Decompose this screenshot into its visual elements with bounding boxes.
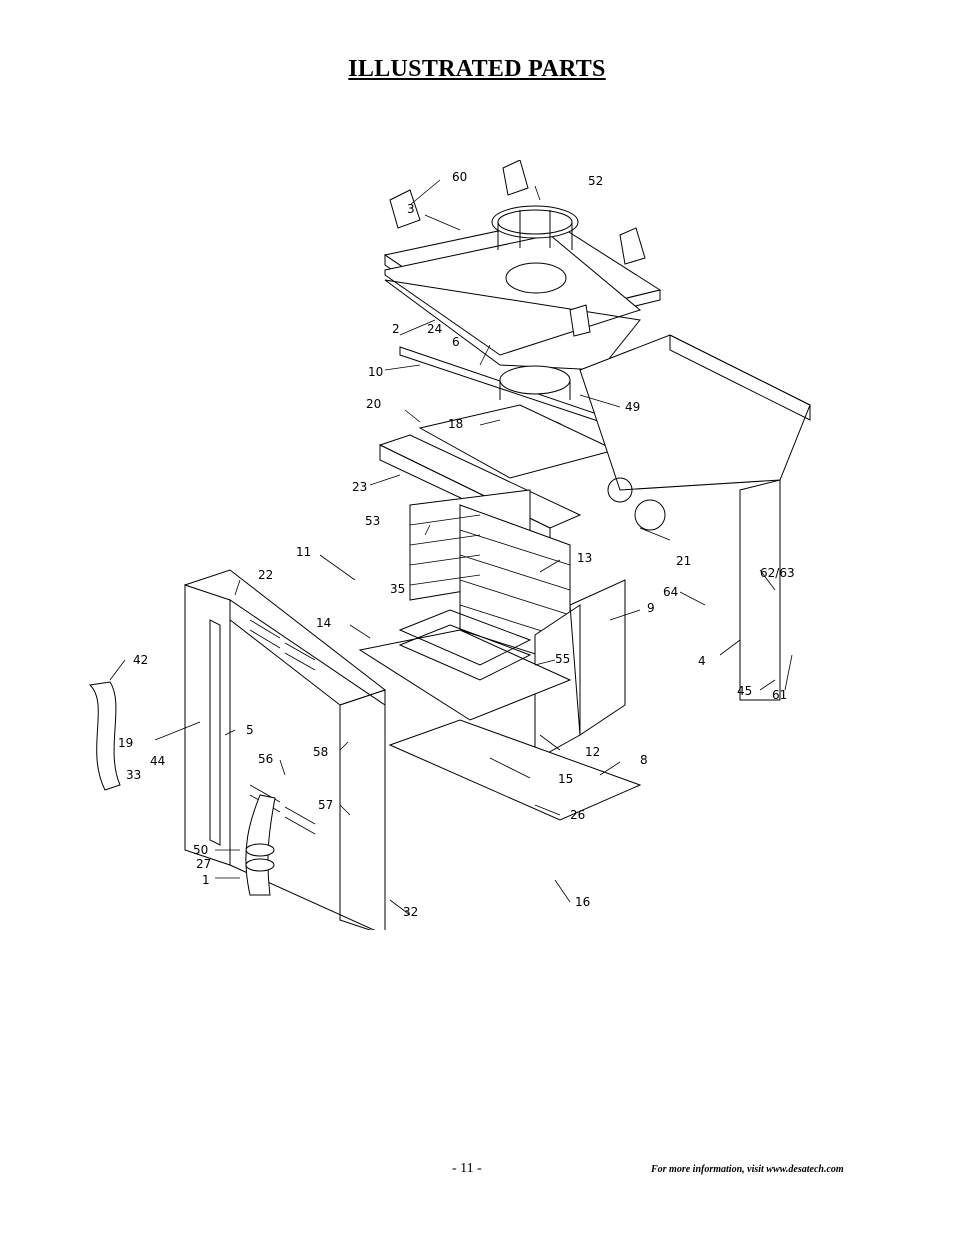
part-label: 19 <box>118 736 134 750</box>
part-label: 5 <box>246 723 254 737</box>
part-label: 16 <box>575 895 591 909</box>
part-label: 1 <box>202 873 210 887</box>
part-label: 27 <box>196 857 212 871</box>
part-label: 2 <box>392 322 400 336</box>
part-label: 15 <box>558 772 574 786</box>
part-label: 6 <box>452 335 460 349</box>
part-label: 23 <box>352 480 368 494</box>
part-label: 10 <box>368 365 384 379</box>
part-label: 12 <box>585 745 601 759</box>
part-label: 58 <box>313 745 329 759</box>
part-label: 20 <box>366 397 382 411</box>
part-label: 64 <box>663 585 679 599</box>
part-label: 26 <box>570 808 586 822</box>
part-label: 35 <box>390 582 406 596</box>
part-label: 53 <box>365 514 381 528</box>
part-label: 33 <box>126 768 142 782</box>
page-number: - 11 - <box>452 1161 482 1176</box>
part-label: 3 <box>407 202 415 216</box>
part-label: 60 <box>452 170 468 184</box>
part-label: 13 <box>577 551 593 565</box>
exploded-parts-diagram: D141 <box>80 159 888 936</box>
part-label: 21 <box>676 554 692 568</box>
part-label: 11 <box>296 545 312 559</box>
part-label: 50 <box>193 843 209 857</box>
fireplace-exploded-view: D141 <box>88 159 888 936</box>
part-label: 52 <box>588 174 604 188</box>
part-label: 55 <box>555 652 571 666</box>
part-label: 9 <box>647 601 655 615</box>
part-label: 42 <box>133 653 149 667</box>
part-label: 22 <box>258 568 274 582</box>
part-label: 4 <box>698 654 706 668</box>
part-label: 45 <box>737 684 753 698</box>
part-label: 56 <box>258 752 274 766</box>
part-label: 32 <box>403 905 419 919</box>
part-label: 62/63 <box>760 566 795 580</box>
part-label: 24 <box>427 322 443 336</box>
part-label: 18 <box>448 417 464 431</box>
part-label: 49 <box>625 400 641 414</box>
page-title: ILLUSTRATED PARTS <box>348 56 606 82</box>
footer-info: For more information, visit www.desatech… <box>651 1164 844 1175</box>
part-label: 14 <box>316 616 332 630</box>
part-label: 61 <box>772 688 788 702</box>
part-label: 8 <box>640 753 648 767</box>
part-label: 44 <box>150 754 166 768</box>
part-label: 57 <box>318 798 334 812</box>
